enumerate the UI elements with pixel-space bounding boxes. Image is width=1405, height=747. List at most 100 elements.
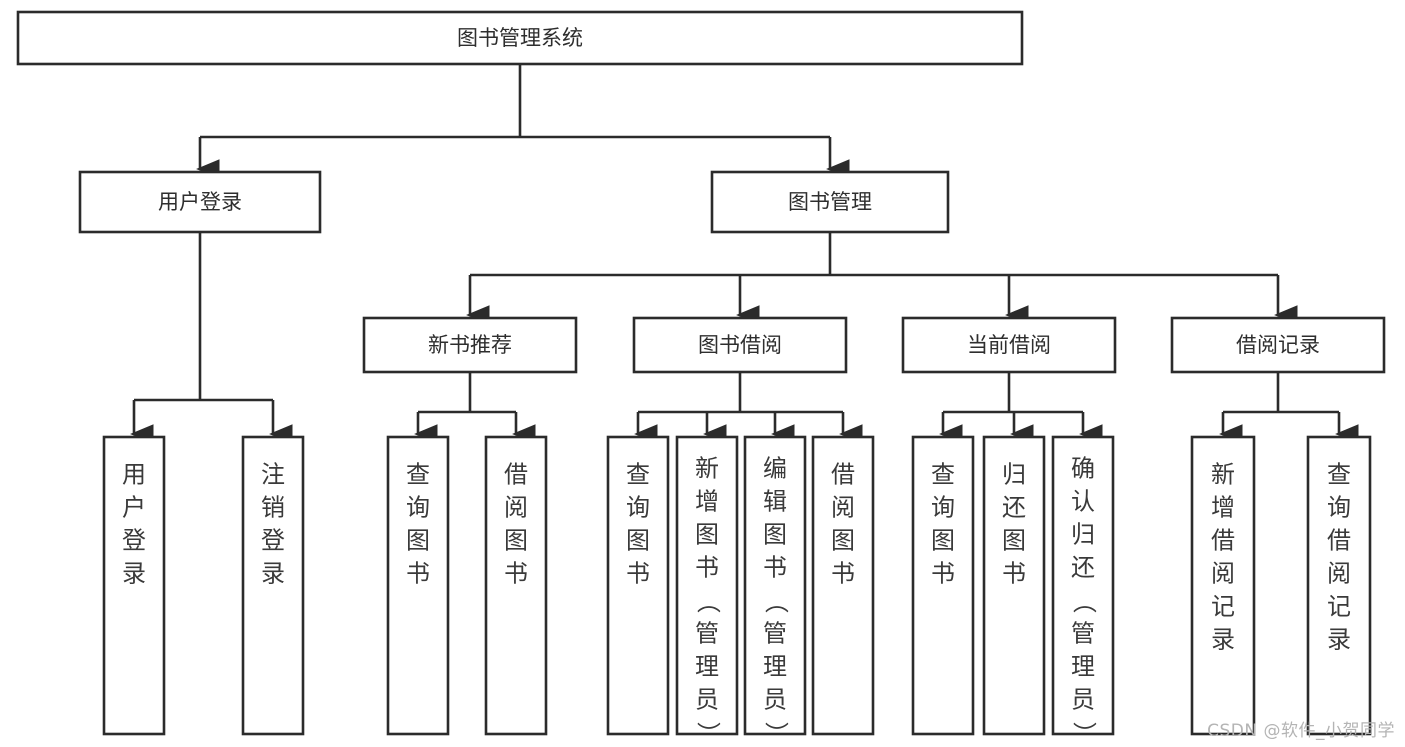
- node-label: 图书管理: [788, 190, 872, 214]
- node-label-char: 阅: [504, 494, 528, 522]
- node-box: [811, 435, 875, 736]
- node-label: 借阅记录: [1236, 333, 1320, 357]
- node-label-char: 增: [695, 488, 719, 516]
- node-label-char: 录: [1211, 626, 1235, 654]
- node-box: [78, 170, 322, 234]
- node-label-char: 查: [1327, 461, 1351, 489]
- node-box: [102, 435, 166, 736]
- node-label-char: 图: [763, 521, 787, 549]
- node-box: [710, 170, 950, 234]
- node-label-char: 员: [695, 686, 719, 714]
- node-leaf-用户登录[interactable]: 用户登录: [102, 435, 166, 736]
- node-box: [1170, 316, 1386, 374]
- node-label-char: 还: [1002, 494, 1026, 522]
- node-label-char: 管: [1071, 620, 1095, 648]
- node-level2-当前借阅[interactable]: 当前借阅: [901, 316, 1117, 374]
- node-label-char: 阅: [1211, 560, 1235, 588]
- node-label-char: 登: [122, 527, 146, 555]
- node-label-char: 查: [626, 461, 650, 489]
- node-label-char: 户: [122, 494, 146, 522]
- node-label-char: 记: [1327, 593, 1351, 621]
- node-label-char: 销: [261, 494, 285, 522]
- node-label-char: 登: [261, 527, 285, 555]
- node-label-char: 注: [261, 461, 285, 489]
- node-label-char: 管: [695, 620, 719, 648]
- node-label: 新书推荐: [428, 333, 512, 357]
- node-label-char: 认: [1071, 488, 1095, 516]
- node-box: [1306, 435, 1372, 736]
- node-level1-图书管理[interactable]: 图书管理: [710, 170, 950, 234]
- node-level1-用户登录[interactable]: 用户登录: [78, 170, 322, 234]
- node-label-char: 询: [406, 494, 430, 522]
- node-label: 用户登录: [158, 190, 242, 214]
- node-box: [1190, 435, 1256, 736]
- node-label-char: 辑: [763, 488, 787, 516]
- node-box: [484, 435, 548, 736]
- node-label-char: （: [1070, 590, 1098, 614]
- node-level2-图书借阅[interactable]: 图书借阅: [632, 316, 848, 374]
- node-label-char: 录: [261, 560, 285, 588]
- node-label-char: 图: [504, 527, 528, 555]
- node-label-char: 理: [695, 653, 719, 681]
- node-label-char: 书: [504, 560, 528, 588]
- node-label-char: （: [762, 590, 790, 614]
- node-label: 当前借阅: [967, 333, 1051, 357]
- node-label-char: 询: [931, 494, 955, 522]
- node-label-char: 书: [763, 554, 787, 582]
- node-label-char: 图: [1002, 527, 1026, 555]
- node-label-char: ）: [1070, 722, 1098, 746]
- connector-lines: [130, 64, 1359, 444]
- node-label-char: 新: [695, 455, 719, 483]
- node-label-char: 记: [1211, 593, 1235, 621]
- node-box: [901, 316, 1117, 374]
- node-box: [632, 316, 848, 374]
- node-label-char: 询: [626, 494, 650, 522]
- node-label-char: 图: [695, 521, 719, 549]
- node-label-char: 查: [931, 461, 955, 489]
- node-box: [911, 435, 975, 736]
- node-level2-新书推荐[interactable]: 新书推荐: [362, 316, 578, 374]
- node-label-char: 确: [1071, 455, 1095, 483]
- node-label-char: 借: [1211, 527, 1235, 555]
- node-label-char: 借: [831, 461, 855, 489]
- node-label-char: 编: [763, 455, 787, 483]
- node-boxes: 图书管理系统用户登录图书管理新书推荐图书借阅当前借阅借阅记录用户登录注销登录查询…: [16, 10, 1386, 746]
- node-box: [16, 10, 1024, 66]
- node-label-char: ）: [694, 722, 722, 746]
- node-label-char: 用: [122, 461, 146, 489]
- node-root-图书管理系统[interactable]: 图书管理系统: [16, 10, 1024, 66]
- node-level2-借阅记录[interactable]: 借阅记录: [1170, 316, 1386, 374]
- node-label-char: 书: [695, 554, 719, 582]
- node-label-char: 录: [1327, 626, 1351, 654]
- node-label-char: 书: [1002, 560, 1026, 588]
- node-label-char: 书: [406, 560, 430, 588]
- node-label-char: 图: [626, 527, 650, 555]
- node-label-char: 图: [931, 527, 955, 555]
- node-box: [743, 435, 807, 736]
- node-label-char: 新: [1211, 461, 1235, 489]
- node-label-char: 阅: [831, 494, 855, 522]
- node-box: [241, 435, 305, 736]
- node-label-char: 增: [1211, 494, 1235, 522]
- node-label-char: 书: [931, 560, 955, 588]
- node-label-char: 图: [831, 527, 855, 555]
- node-label-char: 询: [1327, 494, 1351, 522]
- node-label-char: 阅: [1327, 560, 1351, 588]
- node-label-char: 理: [763, 653, 787, 681]
- node-label: 图书管理系统: [457, 26, 583, 50]
- node-box: [982, 435, 1046, 736]
